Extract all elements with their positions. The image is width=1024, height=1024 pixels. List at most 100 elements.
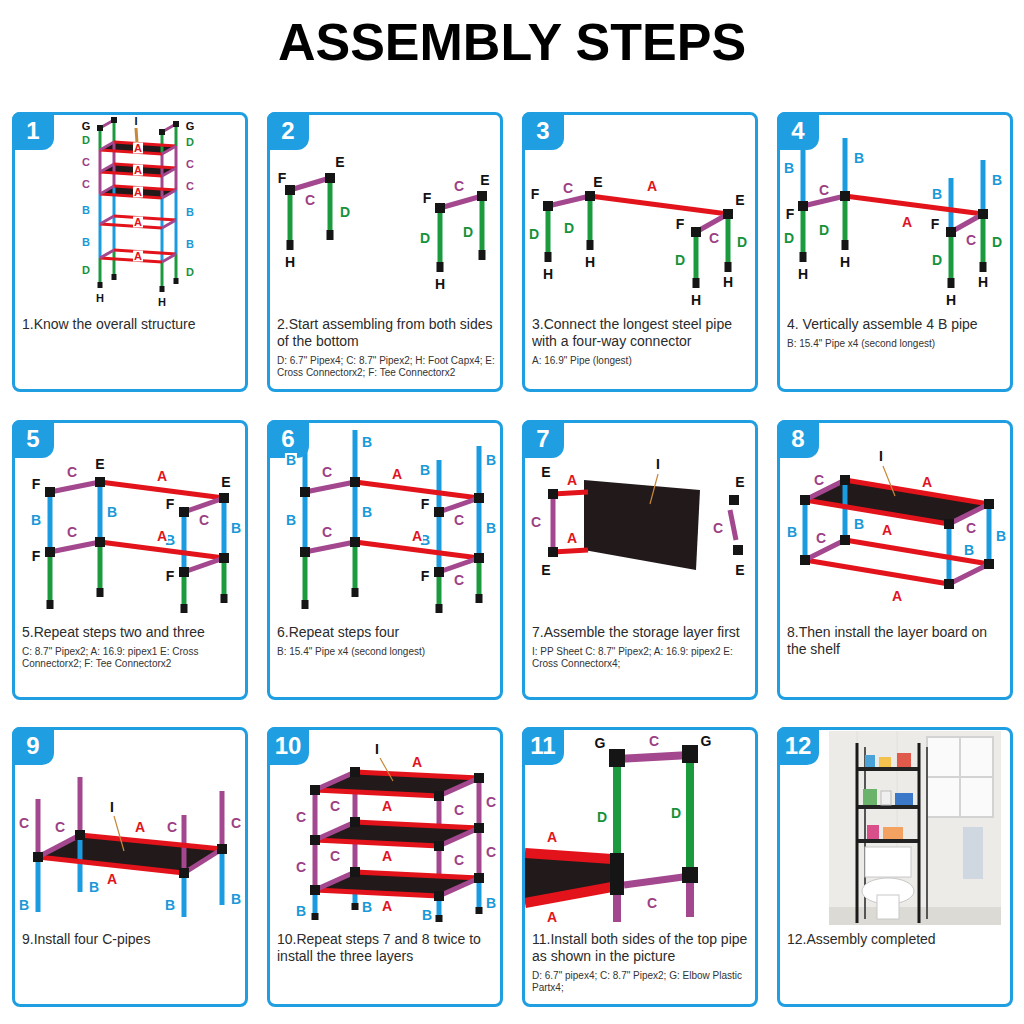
part-letter: C <box>965 233 977 247</box>
connector-part <box>350 537 360 547</box>
connector-part <box>948 278 955 288</box>
part-letter: B <box>361 435 373 449</box>
connector-part <box>302 600 309 609</box>
figure-shape <box>857 767 919 771</box>
c-pipe <box>803 196 845 206</box>
step-badge: 5 <box>12 420 54 458</box>
part-letter: H <box>284 255 296 269</box>
part-letter: E <box>94 457 105 471</box>
connector-part <box>75 830 85 840</box>
vertical-pipes-figure <box>798 138 988 288</box>
d-pipe <box>726 216 731 262</box>
step-number: 10 <box>275 734 302 758</box>
step-panel: 9.Install four C-pipes 9 <box>12 727 248 1007</box>
a-pipe <box>845 540 989 564</box>
parts-list: B: 15.4" Pipe x4 (second longest) <box>787 338 1005 351</box>
d-pipe <box>686 763 694 869</box>
part-letter: I <box>374 742 380 756</box>
part-letter: E <box>734 193 745 207</box>
figure-shape <box>897 753 911 767</box>
step-caption: 12.Assembly completed <box>787 931 1005 948</box>
step-number: 6 <box>281 427 294 451</box>
part-letter: A <box>566 473 578 487</box>
part-letter: E <box>592 175 603 189</box>
leader-line <box>883 466 895 496</box>
b-pipe <box>801 148 806 206</box>
a-pipe <box>80 835 222 849</box>
c-pipe <box>36 799 41 857</box>
part-letter: B <box>361 505 373 519</box>
c-pipe <box>305 482 355 492</box>
d-pipe <box>949 234 954 278</box>
step-badge: 9 <box>12 727 54 765</box>
a-pipe <box>100 482 224 498</box>
connector-part <box>434 791 444 801</box>
part-letter: G <box>594 736 607 750</box>
part-letter: E <box>334 155 345 169</box>
part-letter: C <box>485 795 497 809</box>
part-letter: E <box>540 465 551 479</box>
figure-shape <box>857 839 919 843</box>
part-letter: D <box>736 235 748 249</box>
connector-part <box>179 507 189 517</box>
connector-part <box>693 278 700 288</box>
part-letter: D <box>563 221 575 235</box>
step-number: 4 <box>791 119 804 143</box>
c-pipe <box>551 494 556 552</box>
connector-part <box>978 209 988 219</box>
part-letter: B <box>786 525 798 539</box>
connector-part <box>474 823 484 833</box>
part-letter: B <box>81 205 91 216</box>
step-panel: 5.Repeat steps two and threeC: 8.7" Pipe… <box>12 420 248 700</box>
part-letter: B <box>783 161 795 175</box>
b-pipe <box>220 849 225 905</box>
a-pipe <box>525 853 612 859</box>
leader-line <box>136 128 137 143</box>
connector-part <box>95 477 105 487</box>
part-letter: B <box>106 505 118 519</box>
assembled-rack-photo <box>829 731 1001 925</box>
caption-area: 9.Install four C-pipes <box>22 931 240 948</box>
connector-part <box>800 555 810 565</box>
step-number: 1 <box>26 119 39 143</box>
part-letter: F <box>277 171 288 185</box>
part-letter: A <box>921 475 933 489</box>
c-pipe <box>100 216 114 224</box>
c-pipes-figure <box>33 777 227 917</box>
step-panel: 7.Assemble the storage layer firstI: PP … <box>522 420 758 700</box>
step-panel: 6.Repeat steps fourB: 15.4" Pipe x4 (sec… <box>267 420 503 700</box>
b-pipe <box>947 524 952 584</box>
connector-part <box>436 604 443 613</box>
connector-part <box>474 493 484 503</box>
part-letter: A <box>646 179 658 193</box>
b-pipe <box>222 498 227 558</box>
part-letter: A <box>156 529 168 543</box>
connector-part <box>45 487 55 497</box>
b-pipe <box>843 138 848 196</box>
part-letter: C <box>66 465 78 479</box>
c-pipe <box>290 178 330 190</box>
second-level-figure <box>45 477 229 613</box>
part-letter: A <box>391 467 403 481</box>
part-letter: F <box>785 207 796 221</box>
part-letter: G <box>700 734 713 748</box>
part-letter: C <box>562 181 574 195</box>
part-letter: B <box>931 187 943 201</box>
part-letter: F <box>420 569 431 583</box>
part-letter: I <box>109 800 115 814</box>
connector-part <box>610 853 624 895</box>
a-pipe <box>525 887 612 903</box>
connector-part <box>548 489 558 499</box>
part-letter: I <box>878 449 884 463</box>
c-pipe <box>730 510 736 540</box>
figure-shape <box>918 743 921 923</box>
part-letter: C <box>166 820 178 834</box>
part-letter: F <box>31 477 42 491</box>
a-pipe <box>315 840 439 846</box>
step-panel: 1.Know the overall structure1 <box>12 112 248 392</box>
part-letter: H <box>722 275 734 289</box>
step-number: 11 <box>530 734 555 758</box>
figure-shape <box>829 907 1001 925</box>
leader-line <box>380 758 393 781</box>
